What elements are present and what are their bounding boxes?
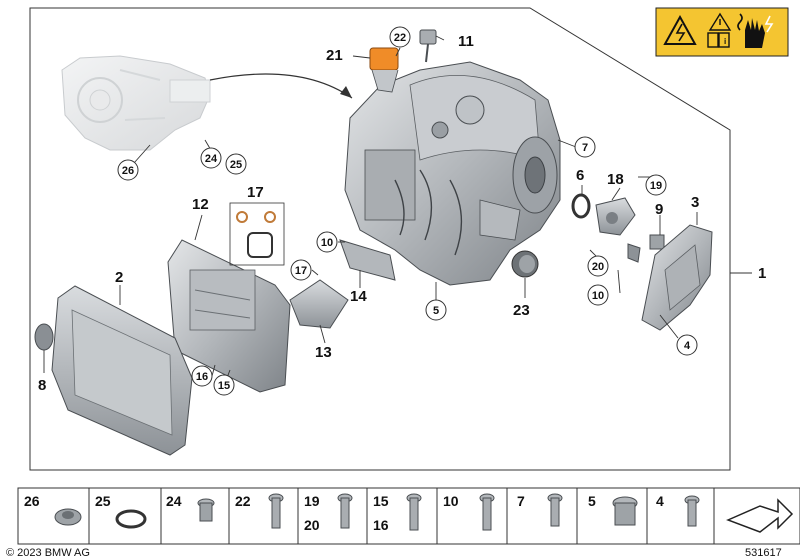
svg-text:i: i — [724, 37, 726, 46]
callout-24: 24 — [205, 153, 218, 165]
parts-strip: 26 25 24 22 19 20 15 16 10 7 5 4 — [17, 487, 800, 545]
callout-14: 14 — [350, 288, 367, 305]
callout-20: 20 — [592, 261, 604, 273]
protective-glove-icon — [737, 13, 774, 48]
strip-label-4: 4 — [656, 493, 664, 509]
bolt-icon — [547, 493, 563, 527]
callout-19: 19 — [650, 180, 662, 192]
bolt-icon — [268, 493, 284, 529]
callout-21: 21 — [326, 47, 343, 64]
strip-label-25: 25 — [95, 493, 111, 509]
next-page-arrow-icon — [726, 498, 794, 533]
bolt-icon — [337, 493, 353, 529]
diagram-number: 531617 — [745, 547, 782, 559]
callout-3: 3 — [691, 194, 699, 211]
arrow-head — [340, 86, 352, 98]
callout-4: 4 — [684, 340, 691, 352]
warning-label: i — [655, 7, 789, 57]
callout-1: 1 — [758, 265, 766, 282]
callout-17-circled: 17 — [295, 265, 307, 277]
oil-pump-18 — [595, 197, 636, 236]
assembly-arrow — [209, 73, 353, 99]
callout-7: 7 — [582, 142, 588, 154]
read-manual-icon: i — [707, 12, 732, 48]
electric-hazard-icon — [663, 14, 697, 45]
callout-18: 18 — [607, 171, 624, 188]
callout-26: 26 — [122, 165, 134, 177]
copyright-text: © 2023 BMW AG — [6, 547, 90, 559]
plug-screw-icon — [197, 498, 215, 522]
callout-6: 6 — [576, 167, 584, 184]
circled-callouts — [117, 26, 698, 396]
sealing-cap-23 — [511, 250, 539, 278]
callout-23: 23 — [513, 302, 530, 319]
strip-label-16: 16 — [373, 517, 389, 533]
shaft-seal-ring — [571, 193, 591, 219]
strip-label-10: 10 — [443, 493, 459, 509]
callout-15: 15 — [218, 380, 230, 392]
strip-label-5: 5 — [588, 493, 596, 509]
connector-13 — [289, 279, 349, 329]
callout-12: 12 — [192, 196, 209, 213]
drain-plug-icon — [54, 508, 82, 526]
screw-plug-icon — [612, 496, 638, 526]
callout-13: 13 — [315, 344, 332, 361]
strip-label-7: 7 — [517, 493, 525, 509]
leader-lines — [43, 35, 752, 384]
callout-10-upper: 10 — [321, 237, 333, 249]
seal-ring-icon — [115, 509, 147, 529]
bolt-icon — [406, 493, 422, 531]
power-electronics-12 — [167, 239, 291, 393]
orange-sensor-part — [369, 47, 399, 71]
callout-10-lower: 10 — [592, 290, 604, 302]
callout-2: 2 — [115, 269, 123, 286]
seal-disc-8 — [34, 323, 54, 351]
strip-label-15: 15 — [373, 493, 389, 509]
gearbox-reference-illustration — [61, 55, 211, 151]
small-component-9 — [627, 234, 665, 263]
callout-22: 22 — [394, 32, 406, 44]
connector-part-11 — [419, 29, 437, 45]
callout-5: 5 — [433, 305, 439, 317]
seal-set-17 — [229, 202, 285, 266]
strip-label-26: 26 — [24, 493, 40, 509]
callout-8: 8 — [38, 377, 46, 394]
strip-label-24: 24 — [166, 493, 182, 509]
bolt-icon — [684, 495, 700, 527]
callout-11: 11 — [458, 33, 474, 50]
callout-16: 16 — [196, 371, 208, 383]
strip-label-22: 22 — [235, 493, 251, 509]
callout-25: 25 — [230, 159, 242, 171]
electric-motor-housing — [344, 61, 561, 286]
cover-plate-2 — [51, 285, 193, 456]
bracket-14 — [339, 239, 396, 281]
sensor-bracket — [371, 69, 399, 93]
callout-17: 17 — [247, 184, 264, 201]
bolt-icon — [479, 493, 495, 531]
strip-label-19: 19 — [304, 493, 320, 509]
strip-label-20: 20 — [304, 517, 320, 533]
transmission-cover-3 — [641, 224, 713, 331]
callout-9: 9 — [655, 201, 663, 218]
assembly-frame — [29, 7, 731, 471]
